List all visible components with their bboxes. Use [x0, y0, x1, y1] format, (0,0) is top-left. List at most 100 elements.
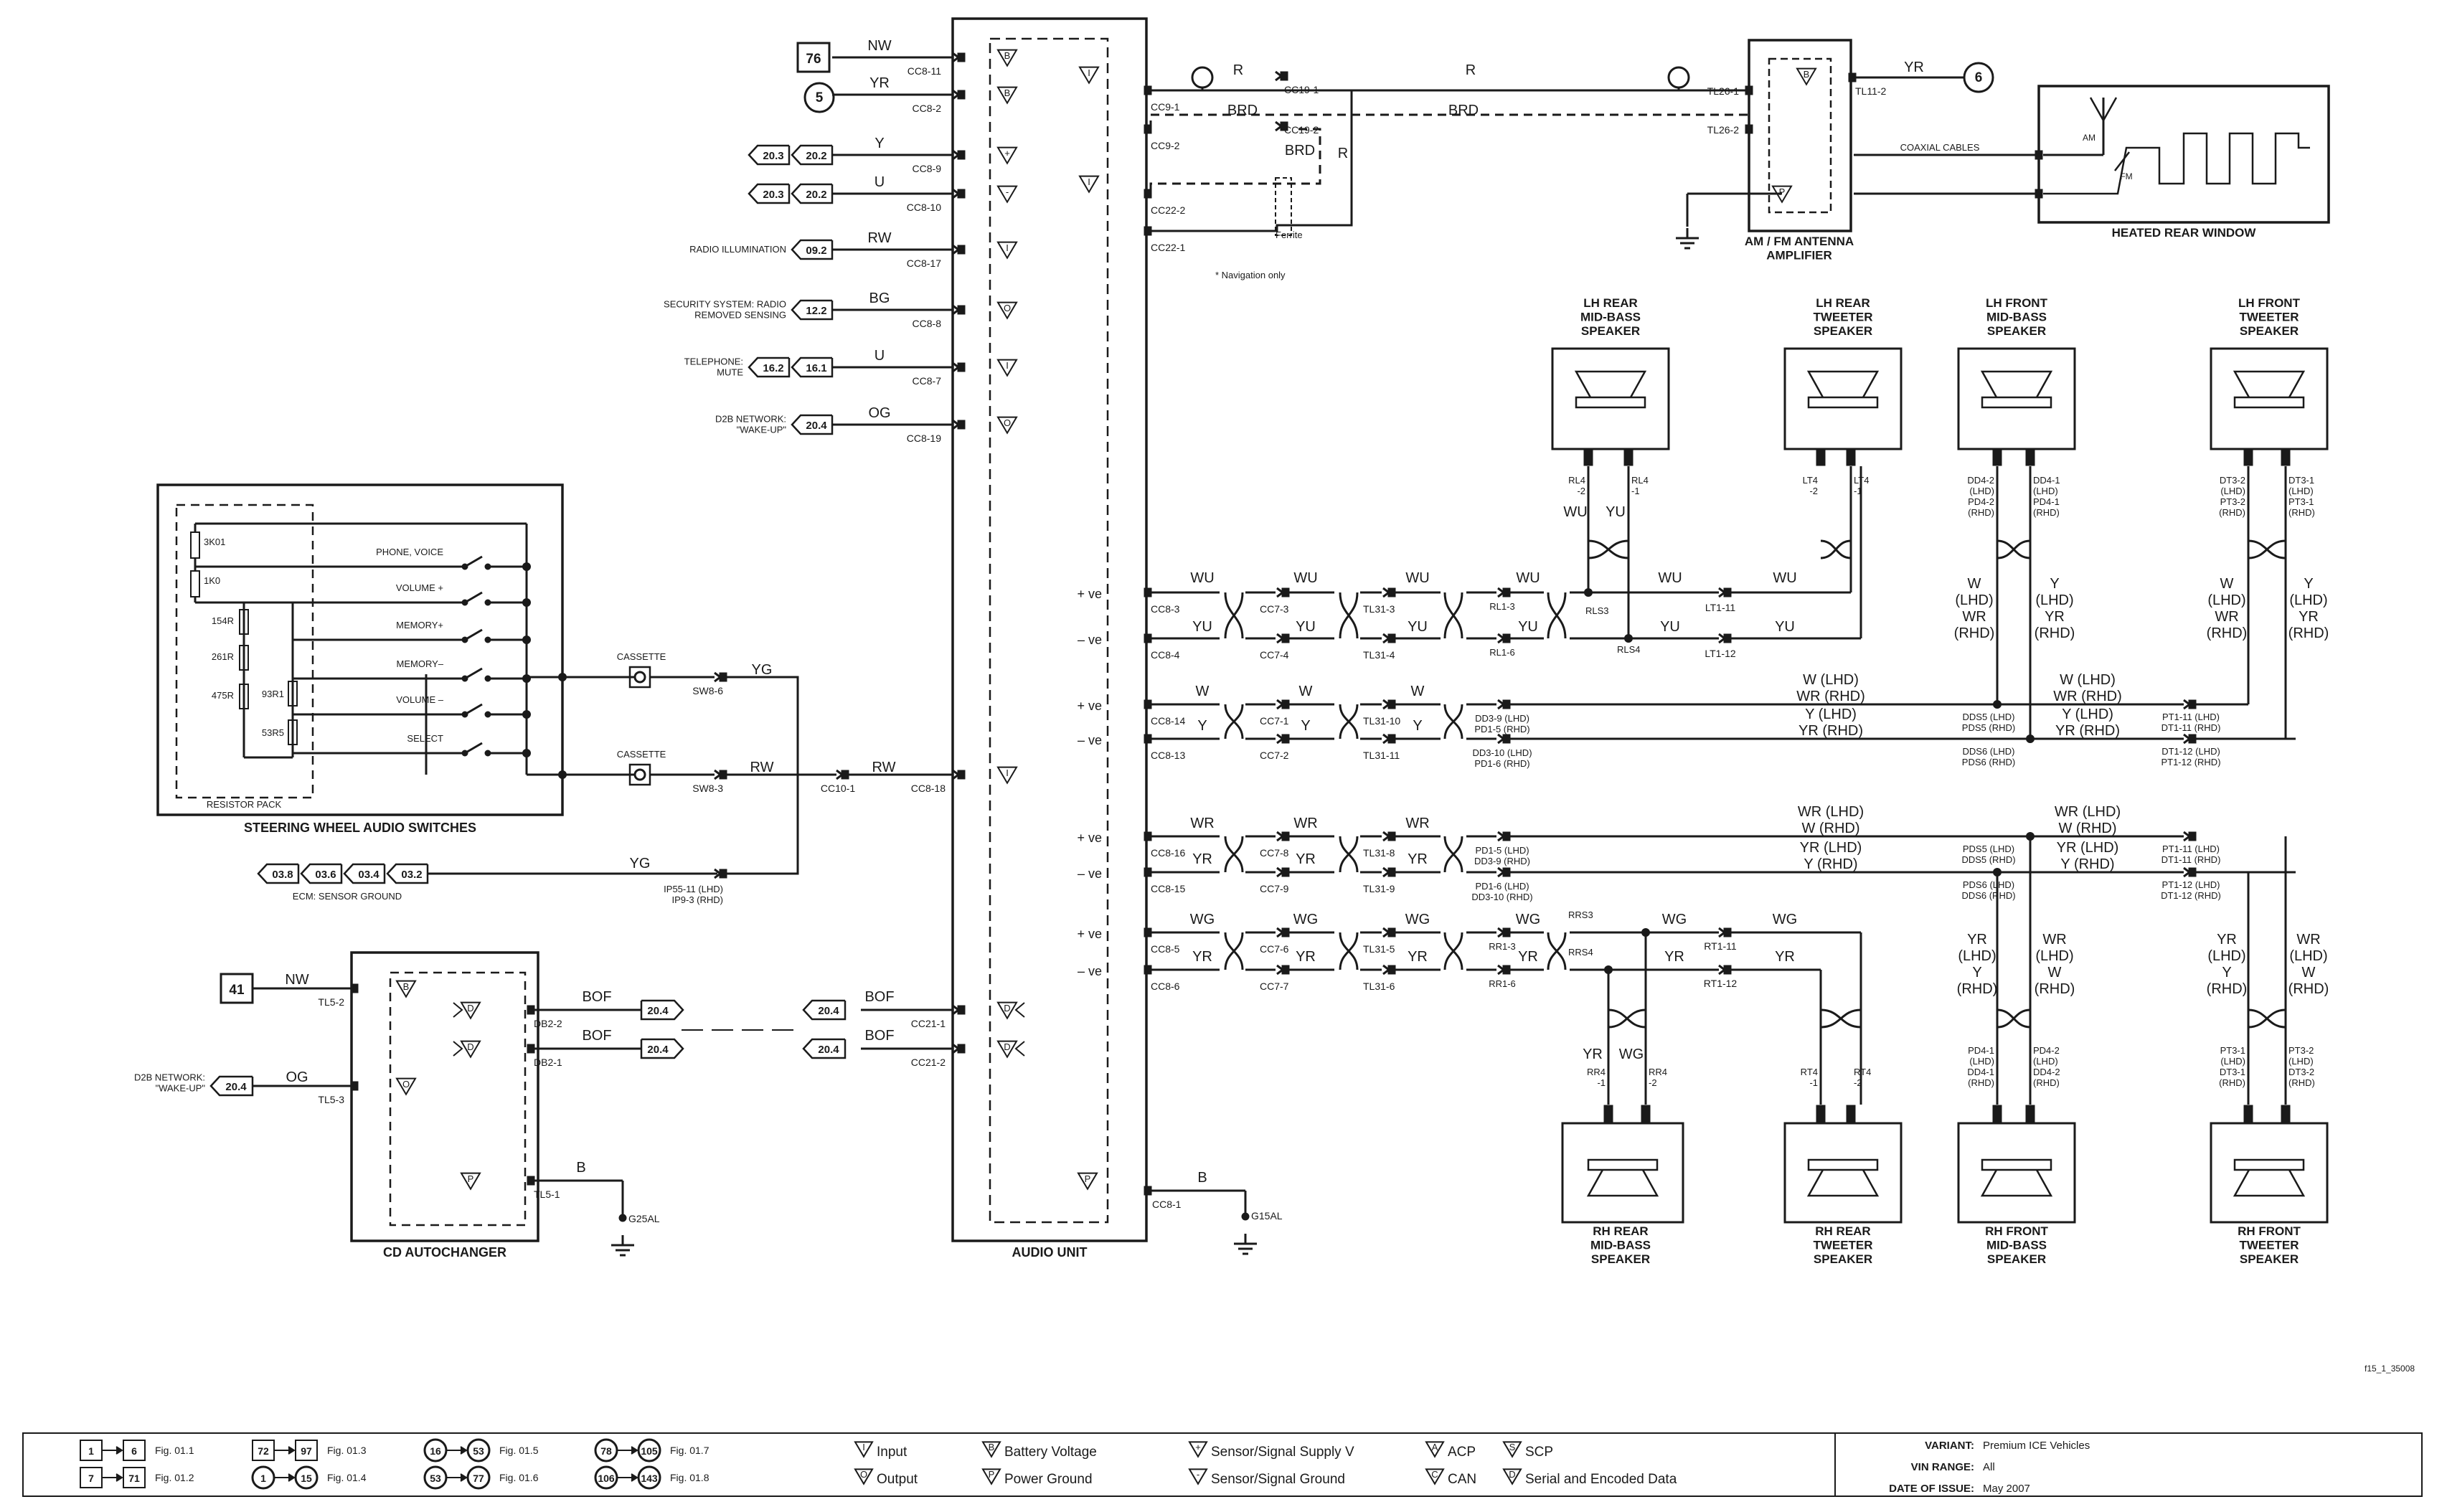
wire-color: B: [576, 1160, 585, 1176]
pin-label: CC22-2: [1151, 204, 1185, 216]
speaker-cone: [1980, 1169, 2053, 1197]
wire-color: R: [1466, 62, 1476, 78]
legend-ref-text: 6: [131, 1445, 137, 1457]
connector-body: [1280, 121, 1288, 131]
polarity-label: + ve: [1077, 831, 1102, 845]
pin-symbol: [981, 1441, 1001, 1458]
ref-tag: [791, 356, 834, 378]
pin-symbol: [1188, 1468, 1208, 1485]
wire-color: WR: [1293, 816, 1317, 831]
legend-info-key: VIN RANGE:: [1911, 1461, 1974, 1473]
pin-label: LT1-11: [1705, 602, 1735, 613]
legend-symbol-label: Sensor/Signal Supply V: [1211, 1445, 1354, 1460]
connector-body: [1387, 831, 1396, 841]
speaker-cone: [1806, 1169, 1880, 1197]
wire-color: Y: [1301, 718, 1310, 734]
connector-body: [1281, 867, 1290, 877]
wire-color: W(LHD)WR(RHD): [1954, 576, 1995, 641]
ref-tag: [791, 183, 834, 204]
resistor-label: 93R1: [262, 689, 284, 699]
pin-symbol: [1078, 175, 1100, 194]
wire-color: YU: [1192, 619, 1212, 635]
pin-terminal: [1848, 72, 1857, 82]
pin-label: PD1-5 (LHD)DD3-9 (RHD): [1474, 845, 1530, 866]
ref-tag: [802, 999, 847, 1021]
data-arrow: [1014, 1002, 1025, 1018]
connector-body: [1387, 867, 1396, 877]
legend-symbol-label: Serial and Encoded Data: [1525, 1472, 1677, 1487]
cassette-label: CASSETTE: [617, 749, 666, 760]
twist-path: [1820, 1008, 1862, 1029]
connector-body: [957, 420, 966, 430]
wire-color: BOF: [582, 1028, 611, 1044]
audio-unit-box: [951, 17, 1148, 1242]
legend-symbol-label: Power Ground: [1004, 1472, 1093, 1487]
pin-label: CC7-1: [1260, 715, 1289, 727]
pin-label: RT1-11: [1704, 940, 1737, 952]
legend-info-key: DATE OF ISSUE:: [1889, 1483, 1974, 1495]
connector-body: [1502, 587, 1511, 597]
connector-body: [719, 869, 727, 879]
pin-label: CC7-6: [1260, 943, 1289, 955]
pin-label: CC10-1: [821, 783, 855, 794]
pin-symbol-text: I: [1006, 767, 1009, 778]
ref-circle-text: 6: [1975, 70, 1983, 85]
pin-symbol-text: O: [1004, 303, 1011, 313]
pin-symbol: [460, 1001, 481, 1020]
pin-label: CC7-2: [1260, 750, 1289, 761]
ground-point: [1241, 1212, 1250, 1221]
speaker-top-2: [1957, 347, 2076, 450]
wire-color: W(LHD)WR(RHD): [2207, 576, 2248, 641]
pin-label: CC8-18: [911, 783, 946, 794]
wire-color: YR (LHD)Y (RHD): [1800, 840, 1862, 872]
speaker-pin: [1623, 448, 1634, 466]
legend-fig: Fig. 01.2: [155, 1472, 194, 1483]
speaker-pin-label: RT4-2: [1854, 1067, 1871, 1088]
pin-label: DB2-2: [534, 1018, 562, 1029]
legend-arrowhead: [288, 1473, 296, 1482]
switch-label: PHONE, VOICE: [376, 547, 443, 557]
switch-contact: [461, 675, 468, 682]
pin-label: CC7-9: [1260, 883, 1289, 894]
speaker-pin: [1846, 1105, 1856, 1123]
legend-ref-text: 53: [430, 1473, 441, 1484]
legend-ref-text: 72: [258, 1445, 269, 1457]
pin-symbol-text: -: [1197, 1469, 1199, 1480]
pin-label: RR1-6: [1489, 978, 1516, 989]
pin-label: TL31-10: [1363, 715, 1400, 727]
polarity-label: – ve: [1078, 633, 1102, 647]
steering-wheel-title: STEERING WHEEL AUDIO SWITCHES: [244, 821, 476, 835]
antenna-y: [2089, 97, 2118, 123]
wire-color: WG: [1190, 912, 1215, 927]
wire-color: WU: [1190, 570, 1214, 586]
legend-ref-square: [123, 1467, 146, 1488]
twist-path: [1224, 932, 1244, 970]
cd-inner: [389, 971, 527, 1227]
connector-body: [957, 52, 966, 62]
speaker-cone: [1586, 1169, 1659, 1197]
data-arrow: [453, 1002, 463, 1018]
wire-color: YU: [1408, 619, 1428, 635]
pin-terminal: [1144, 699, 1152, 709]
cassette-label: CASSETTE: [617, 651, 666, 662]
connector-body: [1387, 587, 1396, 597]
pin-symbol: [996, 49, 1018, 67]
speaker-magnet: [2233, 396, 2305, 409]
splice-label: RLS4: [1617, 644, 1641, 655]
ref-tag-text: 20.3: [763, 189, 783, 201]
ref-tag-text: 20.4: [806, 420, 827, 432]
wire-color: BRD: [1448, 103, 1479, 118]
legend-ref-text: 105: [641, 1445, 658, 1457]
legend-box: [22, 1432, 2423, 1497]
pin-symbol: [854, 1441, 874, 1458]
resistor-261R: [239, 645, 249, 671]
legend-symbol-label: Sensor/Signal Ground: [1211, 1472, 1345, 1487]
connector-body: [1281, 927, 1290, 937]
pin-label: CC21-2: [911, 1057, 946, 1068]
switch-contact: [461, 711, 468, 718]
twist-path: [1224, 704, 1244, 740]
switch-label: VOLUME –: [396, 694, 444, 705]
